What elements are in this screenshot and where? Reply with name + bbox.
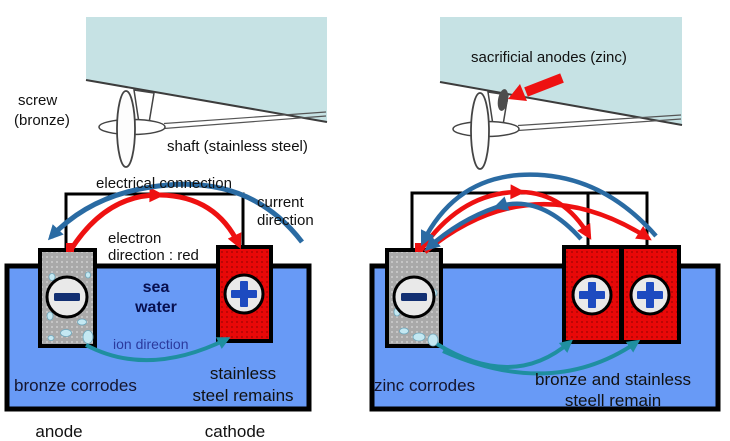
plus-sign [646, 282, 654, 308]
electron-direction-arrow [67, 187, 242, 253]
current-direction-arrow [424, 196, 583, 252]
ion-direction-label: ion direction [113, 336, 189, 352]
remain-label-line1: bronze and stainless [535, 370, 691, 389]
stainless-remains-label-line1: stainless [210, 364, 276, 383]
minus-terminal-icon [392, 275, 436, 319]
zinc-anode-shape [497, 89, 509, 111]
hull-shape [86, 17, 327, 122]
current-direction-label-line2: direction [257, 212, 314, 229]
pointer-arrow-head [508, 84, 527, 101]
wire-stub [415, 243, 423, 252]
minus-terminal-icon [45, 275, 89, 319]
plus-terminal-icon [223, 273, 265, 315]
electron-direction-label-line1: electron [108, 230, 161, 247]
stainless-remains-label-line2: steel remains [192, 386, 293, 405]
corrosion-bubble [427, 333, 439, 347]
shaft-label: shaft (stainless steel) [167, 138, 308, 155]
propeller-blade [470, 92, 490, 170]
sea-water-label-line2: water [134, 299, 177, 316]
remain-label-line2: steell remain [565, 391, 661, 410]
electrical-connection-label: electrical connection [96, 175, 232, 192]
propeller-blade [116, 90, 136, 168]
corrosion-bubble [412, 332, 426, 342]
bronze-corrodes-label: bronze corrodes [14, 376, 137, 395]
boat-hull-left: screw (bronze) shaft (stainless steel) [14, 17, 328, 168]
corrosion-bubble [82, 330, 94, 344]
sea-water-label-line1: sea [143, 279, 170, 296]
galvanic-cell-left: electrical connection current direction … [4, 175, 314, 441]
plus-sign [240, 281, 248, 307]
minus-sign [54, 293, 80, 301]
sacrificial-anodes-label: sacrificial anodes (zinc) [471, 49, 627, 66]
pointer-arrow-shaft [524, 73, 564, 97]
corrosion-bubble [47, 335, 55, 341]
zinc-corrodes-label: zinc corrodes [374, 376, 475, 395]
boat-hull-right: sacrificial anodes (zinc) [439, 17, 683, 170]
plus-sign [588, 282, 596, 308]
corrosion-bubble [60, 329, 72, 337]
cathode-caption: cathode [205, 422, 266, 441]
screw-label-line1: screw [18, 92, 57, 109]
minus-sign [401, 293, 427, 301]
current-direction-label-line1: current [257, 194, 305, 211]
anode-caption: anode [35, 422, 82, 441]
corrosion-bubble [399, 327, 409, 335]
plus-terminal-icon [571, 274, 613, 316]
galvanic-cell-right: zinc corrodes bronze and stainless steel… [369, 172, 721, 412]
electron-direction-label-line2: direction : red [108, 247, 199, 264]
ion-direction-arrow [442, 339, 641, 376]
plus-terminal-icon [629, 274, 671, 316]
current-direction-arrow [47, 181, 304, 244]
corrosion-bubble [48, 273, 56, 281]
propeller-strut [133, 89, 155, 124]
hull-shape [440, 17, 682, 125]
shaft-line [517, 118, 682, 132]
shaft-line [163, 115, 327, 130]
shaft-line [163, 111, 327, 125]
corrosion-bubble [46, 311, 54, 321]
corrosion-bubble [77, 318, 87, 326]
shaft-line [517, 114, 682, 127]
screw-label-line2: (bronze) [14, 112, 70, 129]
ion-direction-arrow [435, 339, 573, 369]
ion-direction-arrow [85, 337, 231, 363]
corrosion-bubble [85, 271, 91, 279]
